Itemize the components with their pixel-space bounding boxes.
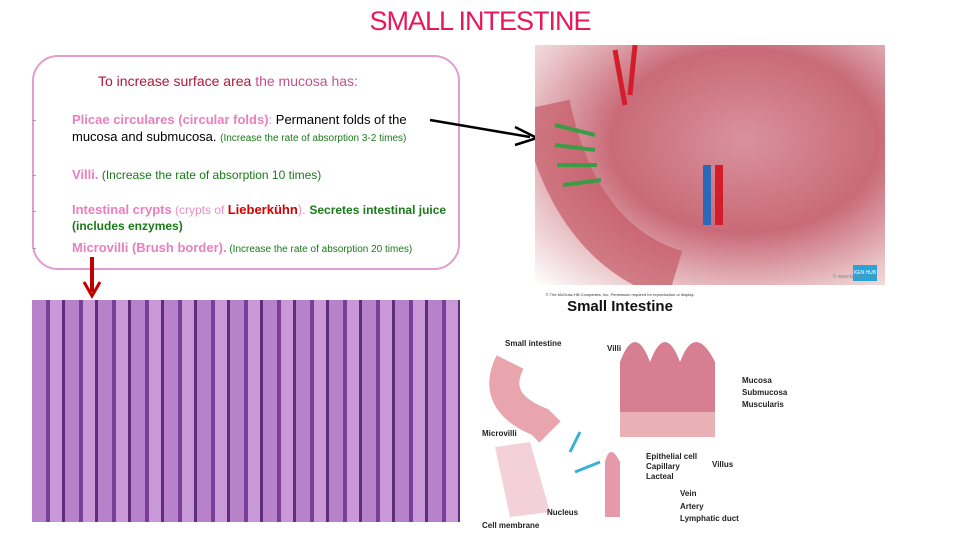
term: Intestinal crypts xyxy=(72,202,172,217)
label: Villi xyxy=(607,344,622,353)
label: Muscularis xyxy=(742,400,784,409)
label: Lacteal xyxy=(646,472,674,481)
label: Epithelial cell xyxy=(646,452,698,461)
sep: : xyxy=(268,112,276,127)
small-intestine-diagram: © The McGraw-Hill Companies, Inc. Permis… xyxy=(480,292,787,532)
bullet: - xyxy=(32,167,37,182)
info-box xyxy=(32,55,460,270)
paren: ). xyxy=(297,202,310,217)
label: Capillary xyxy=(646,462,680,471)
label: Nucleus xyxy=(547,508,579,517)
intestine-illustration: KEN HUB © www.kenhub.com xyxy=(535,45,885,285)
list-item-villi: Villi. (Increase the rate of absorption … xyxy=(72,166,321,184)
label: Cell membrane xyxy=(482,521,540,530)
paren: (crypts of xyxy=(171,203,228,217)
arrowhead xyxy=(82,281,102,300)
page-title: SMALL INTESTINE xyxy=(369,6,591,36)
label: Lymphatic duct xyxy=(680,514,739,523)
watermark: © www.kenhub.com xyxy=(832,274,877,280)
black-arrow xyxy=(429,118,531,139)
copyright: © The McGraw-Hill Companies, Inc. Permis… xyxy=(545,292,695,297)
kenhub-badge: KEN HUB xyxy=(853,265,877,281)
list-item-microvilli: Microvilli (Brush border). (Increase the… xyxy=(72,239,412,258)
label: Submucosa xyxy=(742,388,788,397)
label: Villus xyxy=(712,460,734,469)
note: (Increase the rate of absorption 20 time… xyxy=(226,244,413,255)
histology-image xyxy=(32,300,460,522)
bullet: - xyxy=(32,112,37,127)
desc: Permanent folds of the mucosa and submuc… xyxy=(72,112,407,144)
term: Villi. xyxy=(72,167,99,182)
bullet: - xyxy=(32,240,37,255)
label: Small intestine xyxy=(505,339,562,348)
bullet: - xyxy=(32,203,37,218)
note: (Increase the rate of absorption 10 time… xyxy=(98,168,322,182)
label: Mucosa xyxy=(742,376,772,385)
label: Vein xyxy=(680,489,697,498)
intro-text: To increase surface area the mucosa has: xyxy=(98,73,358,89)
list-item-plicae: Plicae circulares (circular folds): Perm… xyxy=(72,111,452,147)
label: Microvilli xyxy=(482,429,517,438)
term: Plicae circulares (circular folds) xyxy=(72,112,269,127)
note: (Increase the rate of absorption 3-2 tim… xyxy=(220,133,407,144)
intro-b: the mucosa has: xyxy=(255,73,358,89)
list-item-crypts: Intestinal crypts (crypts of Lieberkühn)… xyxy=(72,202,452,234)
diagram-title: Small Intestine xyxy=(567,298,673,315)
label: Artery xyxy=(680,502,704,511)
term: Microvilli (Brush border). xyxy=(72,240,227,255)
intro-a: To increase surface area xyxy=(98,73,256,89)
desc: Secretes intestinal juice (includes enzy… xyxy=(72,203,447,233)
name: Lieberkühn xyxy=(227,202,298,217)
